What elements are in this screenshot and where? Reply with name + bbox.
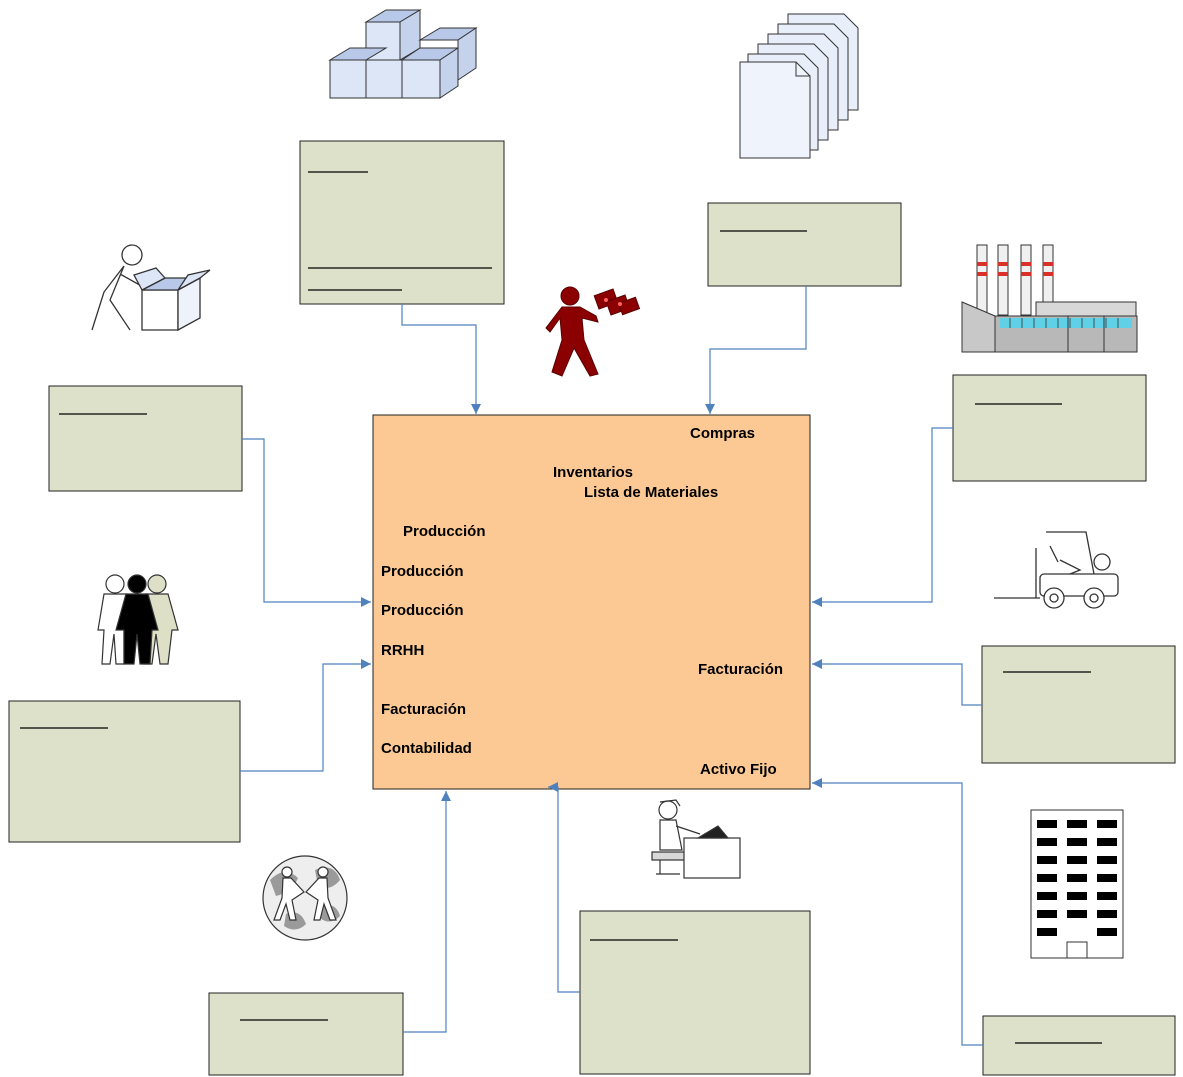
side-box-top-right <box>707 202 902 287</box>
documents-stack-icon <box>739 13 859 159</box>
connector-right-upper <box>812 427 953 607</box>
central-module-box <box>372 414 811 790</box>
side-box-left-upper <box>48 385 243 492</box>
connector-right-middle <box>812 659 982 706</box>
group-of-people-icon <box>97 574 179 665</box>
connector-bottom-center <box>548 782 580 993</box>
person-with-box-icon <box>91 244 211 332</box>
globe-handshake-icon <box>262 855 348 941</box>
label-inventarios: Inventarios <box>553 464 634 481</box>
label-compras: Compras <box>690 425 756 442</box>
side-box-bottom-center <box>579 910 811 1075</box>
side-box-left-lower <box>8 700 241 843</box>
connector-top-left <box>401 304 481 414</box>
label-produccion-1: Producción <box>403 523 486 540</box>
connector-bottom-right <box>812 778 983 1046</box>
office-building-icon <box>1030 809 1124 959</box>
side-box-top-left <box>299 140 505 305</box>
side-box-bottom-right <box>982 1015 1176 1076</box>
side-box-bottom-left <box>208 992 404 1076</box>
connector-left-upper <box>242 438 371 607</box>
side-box-right-middle <box>981 645 1176 764</box>
factory-icon <box>961 244 1138 353</box>
label-activo-fijo: Activo Fijo <box>700 761 777 778</box>
label-produccion-2: Producción <box>381 563 464 580</box>
side-box-right-upper <box>952 374 1147 482</box>
forklift-icon <box>994 531 1119 609</box>
label-lista-de-materiales: Lista de Materiales <box>584 484 719 501</box>
person-with-money-icon <box>545 286 641 377</box>
label-rrhh: RRHH <box>381 642 425 659</box>
label-facturacion-right: Facturación <box>698 661 784 678</box>
label-produccion-3: Producción <box>381 602 464 619</box>
label-facturacion-left: Facturación <box>381 701 467 718</box>
connector-bottom-left <box>403 791 451 1033</box>
connector-top-right <box>705 286 807 414</box>
label-contabilidad: Contabilidad <box>381 740 472 757</box>
boxes-stack-icon <box>328 9 478 99</box>
connector-left-lower <box>240 659 371 772</box>
office-worker-icon <box>651 799 741 879</box>
